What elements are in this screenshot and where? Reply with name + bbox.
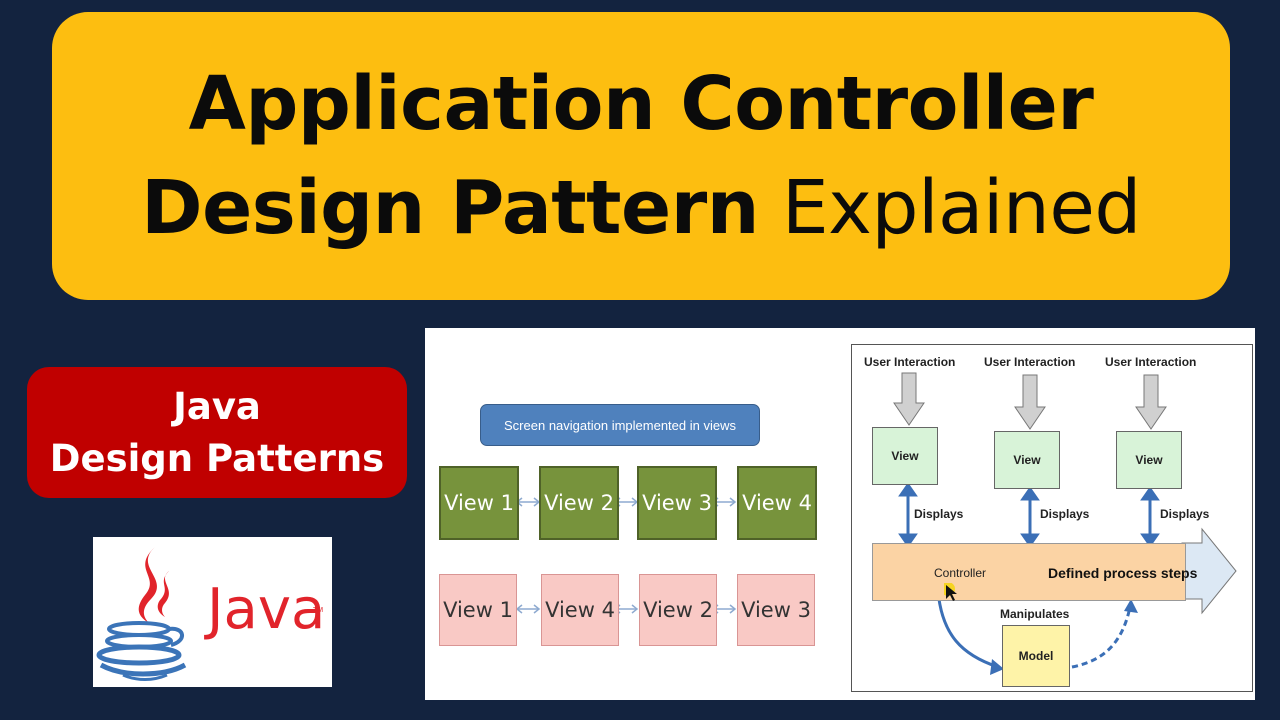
controller-bar — [872, 543, 1186, 601]
manipulates-label: Manipulates — [1000, 607, 1070, 621]
java-wordmark: Java — [207, 577, 326, 642]
controller-label: Controller — [934, 566, 987, 580]
defined-process-steps-label: Defined process steps — [1048, 565, 1198, 581]
title-text-2-normal: Explained — [758, 165, 1141, 251]
view-box-bottom-2: View 4 — [541, 574, 619, 646]
title-line-2: Design Pattern Explained — [141, 156, 1141, 260]
mvc-diagram-graphics — [893, 372, 1237, 675]
java-logo: Java TM — [93, 537, 332, 687]
title-banner: Application Controller Design Pattern Ex… — [52, 12, 1230, 300]
mvc-view-box-1: View — [872, 427, 938, 485]
slide-screenshot: Screen navigation implemented in views V… — [425, 328, 1255, 700]
screen-navigation-header: Screen navigation implemented in views — [480, 404, 760, 446]
view-box-bottom-3: View 2 — [639, 574, 717, 646]
mouse-cursor-icon — [944, 583, 957, 601]
mvc-view-box-2: View — [994, 431, 1060, 489]
view-box-bottom-4: View 3 — [737, 574, 815, 646]
view-box-top-1: View 1 — [439, 466, 519, 540]
view-box-bottom-1: View 1 — [439, 574, 517, 646]
user-interaction-label-2: User Interaction — [984, 355, 1076, 369]
title-text-2-bold: Design Pattern — [141, 165, 759, 251]
java-trademark: TM — [313, 607, 324, 614]
view-box-top-4: View 4 — [737, 466, 817, 540]
java-design-patterns-badge: Java Design Patterns — [27, 367, 407, 498]
badge-line-2: Design Patterns — [49, 436, 385, 480]
java-coffee-cup-icon — [96, 547, 187, 681]
view-box-top-3: View 3 — [637, 466, 717, 540]
displays-label-3: Displays — [1160, 507, 1210, 521]
displays-label-1: Displays — [914, 507, 964, 521]
view-box-top-2: View 2 — [539, 466, 619, 540]
title-text-1: Application Controller — [188, 61, 1094, 147]
title-line-1: Application Controller — [189, 52, 1094, 156]
displays-label-2: Displays — [1040, 507, 1090, 521]
mvc-diagram: User Interaction User Interaction User I… — [851, 344, 1253, 692]
user-interaction-label-1: User Interaction — [864, 355, 956, 369]
badge-line-1: Java — [173, 384, 261, 428]
mvc-view-box-3: View — [1116, 431, 1182, 489]
user-interaction-label-3: User Interaction — [1105, 355, 1197, 369]
model-box: Model — [1002, 625, 1070, 687]
